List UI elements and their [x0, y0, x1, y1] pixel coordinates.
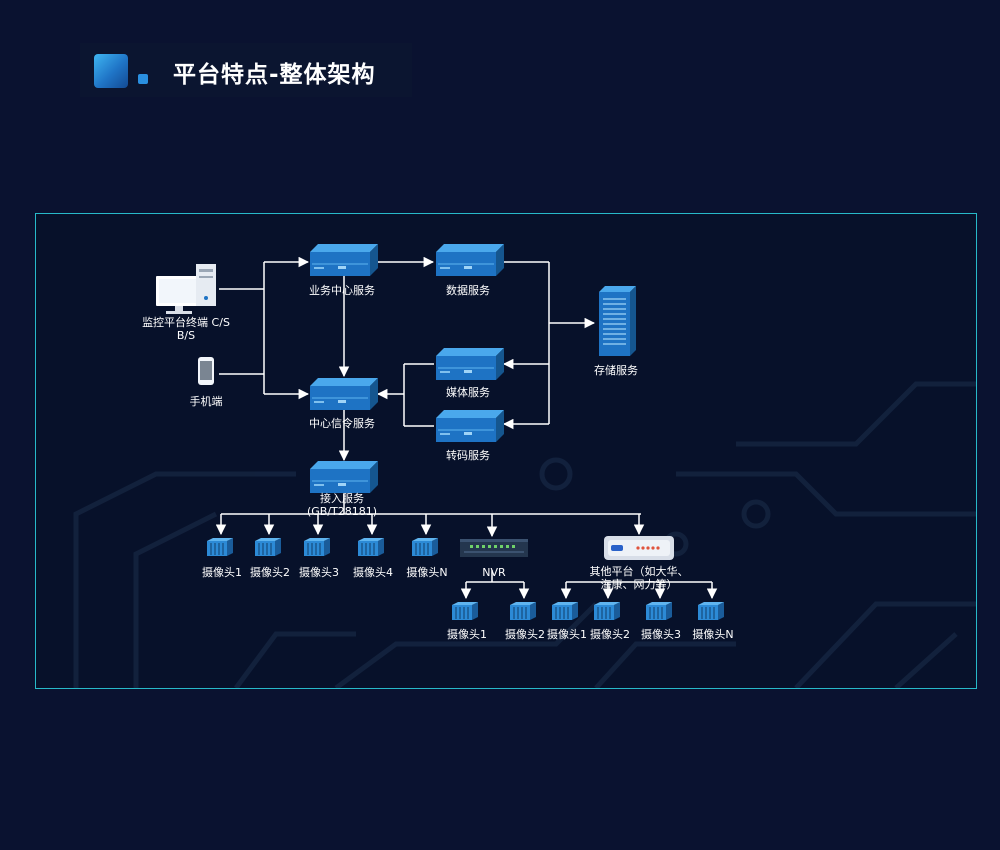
- label-signaling-service: 中心信令服务: [309, 417, 375, 430]
- platform-camera-icon-3: [646, 602, 673, 620]
- label-cam3: 摄像头3: [299, 566, 339, 579]
- camera-icon-n: [412, 538, 439, 556]
- label-monitor-terminal-2: B/S: [176, 329, 196, 342]
- label-nvr: NVR: [482, 566, 506, 579]
- platform-camera-icon-2: [594, 602, 621, 620]
- label-camN: 摄像头N: [406, 566, 448, 579]
- label-cam1: 摄像头1: [202, 566, 242, 579]
- nvr-camera-icon-1: [452, 602, 479, 620]
- diagram-canvas: [73, 244, 976, 688]
- camera-icon-2: [255, 538, 282, 556]
- label-nvr-cam2: 摄像头2: [505, 628, 545, 641]
- platform-camera-icon-1: [552, 602, 579, 620]
- label-access-service: 接入服务: [320, 492, 364, 505]
- label-op-camN: 摄像头N: [692, 628, 734, 641]
- signaling-server-icon: [310, 378, 378, 410]
- label-mobile: 手机端: [189, 395, 223, 408]
- logo-icon: [94, 54, 150, 88]
- mobile-phone-icon: [198, 357, 214, 385]
- architecture-diagram: 监控平台终端 C/S B/S 手机端 业务中心服务 数据服务 存储服务 媒体服务…: [35, 213, 977, 689]
- label-cam4: 摄像头4: [353, 566, 393, 579]
- label-cam2: 摄像头2: [250, 566, 290, 579]
- data-server-icon: [436, 244, 504, 276]
- label-storage-service: 存储服务: [594, 364, 638, 377]
- label-op-cam3: 摄像头3: [641, 628, 681, 641]
- nvr-camera-icon-2: [510, 602, 537, 620]
- business-center-server-icon: [310, 244, 378, 276]
- transcode-server-icon: [436, 410, 504, 442]
- monitor-terminal-icon: [156, 264, 216, 314]
- label-other-platform: 其他平台（如大华、: [589, 565, 689, 578]
- label-business-center: 业务中心服务: [309, 284, 375, 297]
- label-media-service: 媒体服务: [446, 386, 490, 399]
- label-op-cam1: 摄像头1: [547, 628, 587, 641]
- label-data-service: 数据服务: [446, 284, 490, 297]
- connection-lines: [215, 256, 718, 600]
- title-bar: 平台特点-整体架构: [80, 43, 412, 97]
- platform-camera-icon-n: [698, 602, 725, 620]
- access-server-icon: [310, 461, 378, 493]
- label-transcode-service: 转码服务: [446, 449, 490, 462]
- label-monitor-terminal: 监控平台终端 C/S: [142, 316, 230, 329]
- camera-icon-4: [358, 538, 385, 556]
- nvr-device-icon: [460, 539, 528, 557]
- storage-tower-icon: [599, 286, 636, 356]
- media-server-icon: [436, 348, 504, 380]
- circuit-background: [73, 381, 976, 688]
- label-op-cam2: 摄像头2: [590, 628, 630, 641]
- label-other-platform-2: 海康、网力等）: [600, 578, 678, 591]
- camera-icon-3: [304, 538, 331, 556]
- page-title: 平台特点-整体架构: [173, 62, 376, 88]
- label-access-service-2: (GB/T28181): [306, 505, 378, 518]
- label-nvr-cam1: 摄像头1: [447, 628, 487, 641]
- camera-icon-1: [207, 538, 234, 556]
- other-platform-device-icon: [604, 536, 674, 560]
